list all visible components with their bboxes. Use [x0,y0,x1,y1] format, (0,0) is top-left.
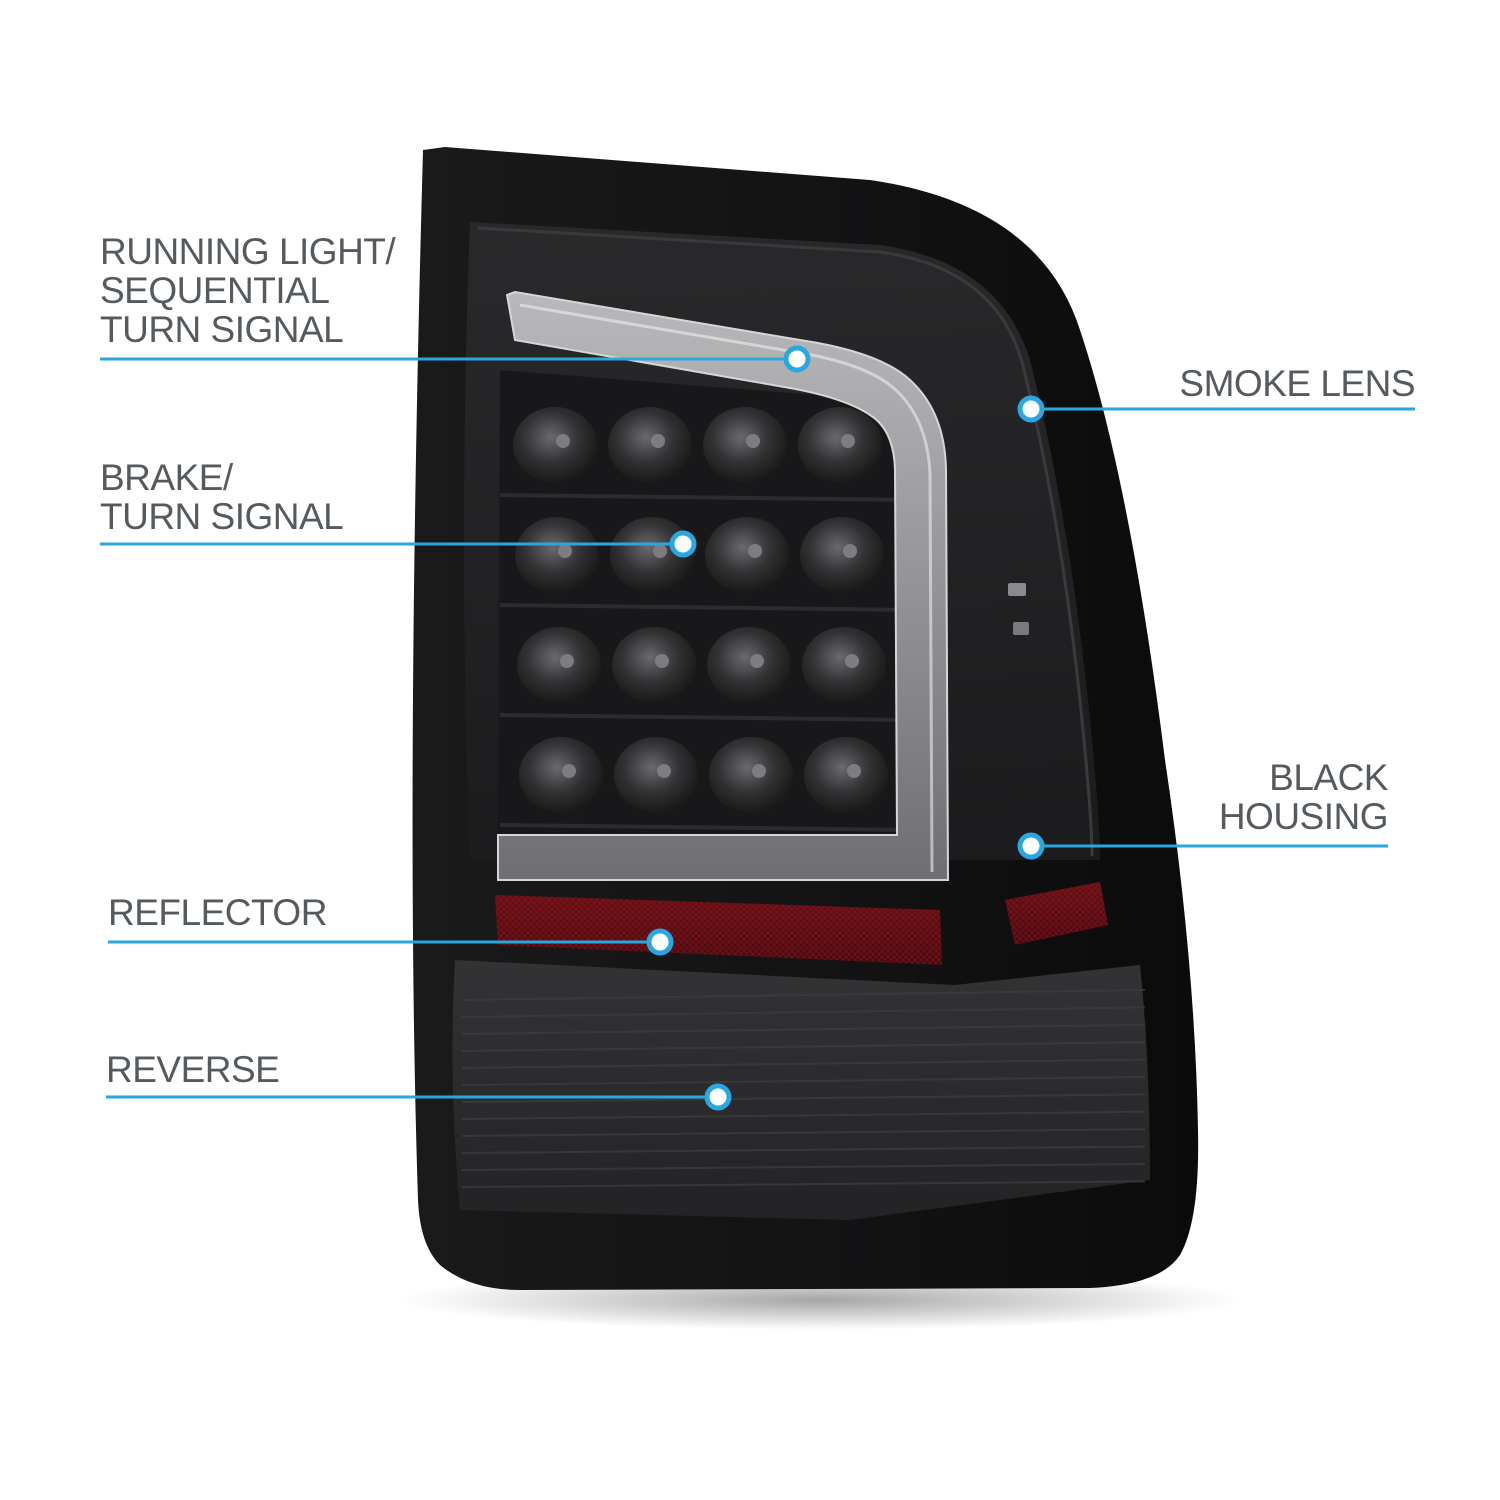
led-row-divider [499,823,916,832]
callout-dot-reflector [646,928,674,956]
callout-reverse-label: REVERSE [106,1049,280,1090]
led-diode [841,434,855,448]
callout-layer [100,345,1415,1111]
led-cell [705,517,789,593]
reverse-rib [461,1180,1146,1188]
led-cell [513,407,597,483]
callout-running-light-label: RUNNING LIGHT/ SEQUENTIAL TURN SIGNAL [100,231,396,350]
side-reflector-pattern [1005,882,1108,945]
reverse-rib [461,1058,1146,1069]
led-reflector-cup [614,737,698,813]
led-cell [703,407,787,483]
callout-dot-reverse [704,1083,732,1111]
callout-line: BLACK [1269,757,1388,798]
marker-chip [1008,583,1026,596]
led-cell [519,737,603,813]
led-reflector-cup [798,407,882,483]
led-diode [556,434,570,448]
callout-brake-label: BRAKE/ TURN SIGNAL [100,457,344,537]
led-cell [800,517,884,593]
reverse-rib [461,989,1146,1001]
marker-chip [1013,622,1029,635]
reverse-rib [461,1006,1146,1018]
led-reflector-cup [703,407,787,483]
led-reflector-cup [802,627,886,703]
reverse-rib [461,1145,1146,1154]
led-diode [653,544,667,558]
led-cell [802,627,886,703]
lens-edge-highlight [477,226,1094,857]
led-reflector-cup [804,737,888,813]
callout-reflector-label: REFLECTOR [108,893,327,932]
led-diode [847,764,861,778]
reverse-rib [461,1023,1146,1035]
led-row-divider [499,603,916,612]
led-diode [560,654,574,668]
reverse-lens [452,960,1151,1220]
callout-dot-brake [669,530,697,558]
callout-black-housing-label: BLACK HOUSING [1218,757,1389,837]
led-reflector-cup [709,737,793,813]
led-cell [804,737,888,813]
led-reflector-cup [608,407,692,483]
led-diode [748,544,762,558]
led-reflector-cup [800,517,884,593]
led-diode [843,544,857,558]
led-cell [707,627,791,703]
led-reflector-cup [707,627,791,703]
led-diode [655,654,669,668]
callout-line: SMOKE LENS [1179,363,1415,404]
callout-dot-smoke-lens [1017,395,1045,423]
led-reflector-cup [513,407,597,483]
light-bar-sheen [519,303,934,873]
reflector-pattern [495,895,942,965]
led-cell [515,517,599,593]
callout-dot-black-housing [1017,832,1045,860]
callout-line: REFLECTOR [108,892,327,933]
led-cell [612,627,696,703]
callout-smoke-lens-label: SMOKE LENS [1179,364,1415,403]
callout-line: TURN SIGNAL [100,496,344,537]
led-row-divider [499,493,916,502]
led-diode [845,654,859,668]
callout-line: SEQUENTIAL [100,270,330,311]
callout-line: RUNNING LIGHT/ [100,231,396,272]
led-reflector-cup [515,517,599,593]
reverse-rib [461,1128,1146,1137]
reverse-rib [461,1093,1146,1103]
led-reflector-cup [612,627,696,703]
reverse-rib [461,1163,1146,1171]
reverse-lens-ribs [461,989,1146,1188]
led-reflector-cup [705,517,789,593]
callout-line: TURN SIGNAL [100,309,344,350]
reverse-rib [461,1076,1146,1086]
led-cell [614,737,698,813]
led-row-divider [499,713,916,722]
led-diode [750,654,764,668]
led-reflector-cup [519,737,603,813]
led-diode [558,544,572,558]
led-cell [709,737,793,813]
reverse-rib [461,1110,1146,1120]
led-cavity [498,370,922,840]
led-diode [657,764,671,778]
led-diode [651,434,665,448]
reverse-rib [461,1041,1146,1052]
callout-dot-running-light [783,345,811,373]
brake-turn-led-array [499,407,916,832]
callout-line: HOUSING [1218,796,1389,837]
led-diode [562,764,576,778]
led-cell [608,407,692,483]
led-cell [798,407,882,483]
led-diode [752,764,766,778]
led-reflector-cup [517,627,601,703]
running-light-bar [497,290,950,881]
callout-line: REVERSE [106,1049,280,1090]
callout-line: BRAKE/ [100,457,233,498]
led-cell [517,627,601,703]
led-diode [746,434,760,448]
